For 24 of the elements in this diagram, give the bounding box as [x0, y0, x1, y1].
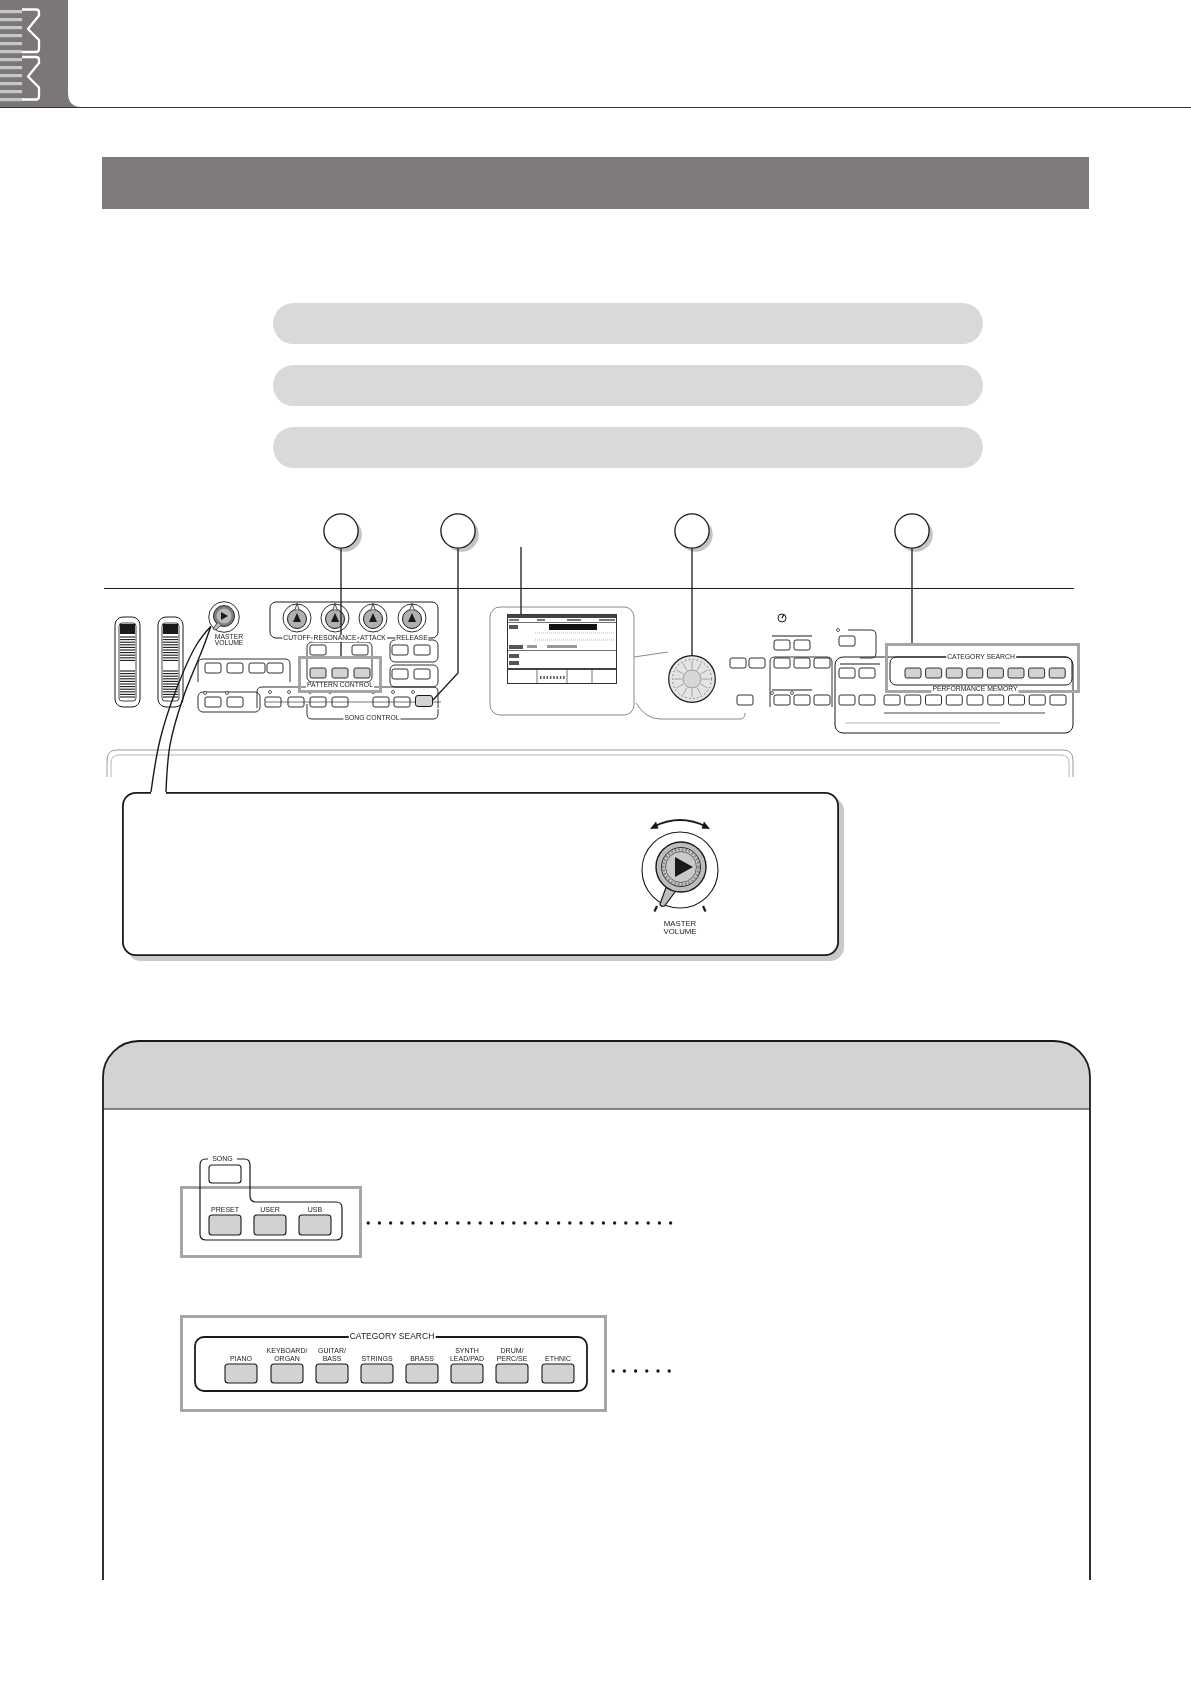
leader-line: [340, 548, 342, 657]
group-label: CATEGORY SEARCH: [348, 1332, 436, 1341]
leader-line: [520, 546, 522, 615]
lcd-screen: [507, 614, 617, 684]
leader-line: [691, 548, 693, 656]
callout-circle: [894, 513, 934, 553]
button-group-frame: [180, 1154, 362, 1258]
button-group-frame: [180, 1315, 607, 1412]
blank-bar: [273, 365, 983, 406]
leader-line: [911, 548, 913, 644]
callout-connector: [150, 625, 212, 793]
info-panel: [102, 1040, 1091, 1580]
blank-bar: [273, 427, 983, 468]
data-dial: [668, 655, 716, 703]
callout-box: [122, 792, 844, 961]
leader-line: [432, 548, 459, 701]
panel-key: [415, 695, 433, 707]
callout-circle: [323, 513, 363, 553]
highlight-frame: [298, 656, 382, 693]
heading-bar: [102, 157, 1089, 209]
volume-knob: [208, 601, 240, 633]
blank-bar: [273, 303, 983, 344]
callout-circle: [440, 513, 480, 553]
callout-circle: [674, 513, 714, 553]
